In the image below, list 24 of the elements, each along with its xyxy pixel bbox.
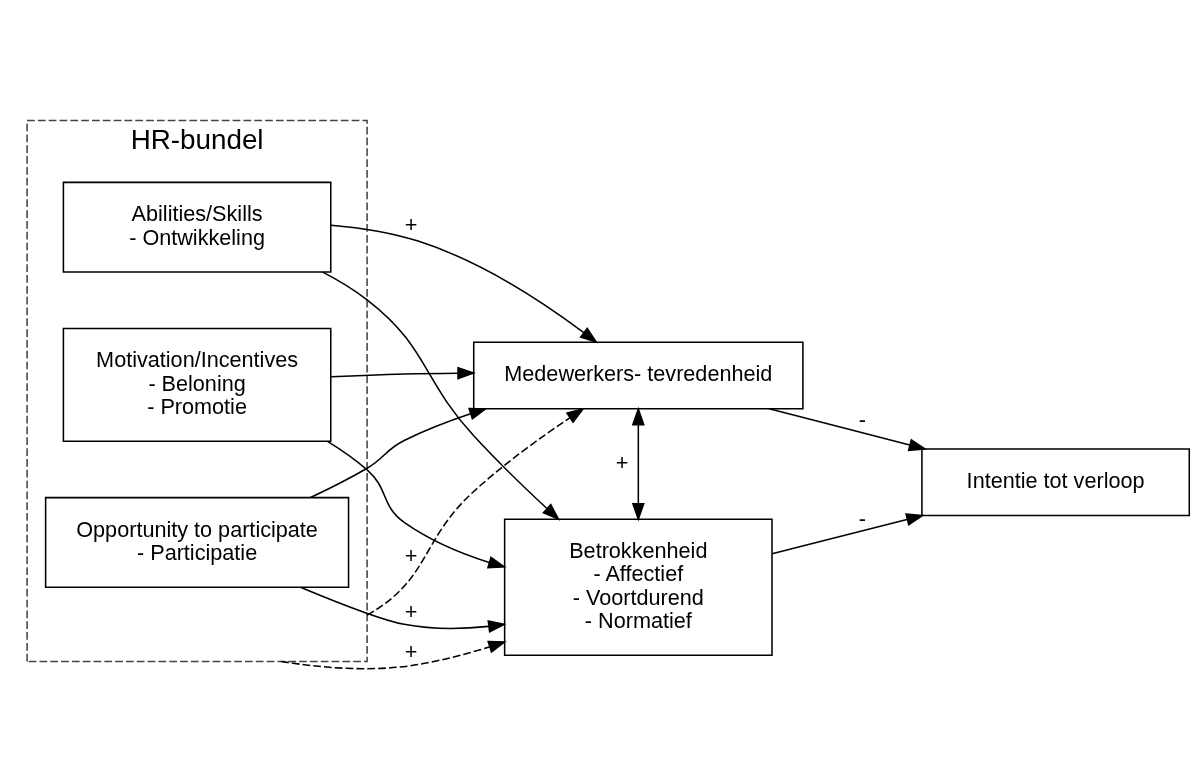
arrow [326, 440, 507, 569]
arrow [321, 271, 561, 521]
arrow [330, 366, 476, 380]
node-box: Motivation/Incentives - Beloning - Promotie [62, 327, 332, 442]
node-box: Intentie tot verloop [921, 448, 1191, 517]
arrow [300, 586, 507, 633]
node-box: Medewerkers- tevredenheid [472, 341, 804, 410]
edge-label: + [404, 542, 418, 568]
arrow [280, 640, 507, 670]
arrow [366, 407, 585, 616]
edge-label: + [404, 598, 418, 624]
arrow [330, 224, 599, 344]
arrow [309, 407, 488, 499]
edge-label: - [858, 406, 867, 432]
node-box: Opportunity to participate - Participatie [44, 496, 350, 589]
node-box: Betrokkenheid - Affectief - Voortdurend - Normatief [503, 518, 773, 657]
edge-label: - [858, 505, 867, 531]
edge-label: + [404, 212, 418, 238]
node-box: Abilities/Skills - Ontwikkeling [62, 181, 332, 273]
arrow [631, 406, 645, 522]
edge-label: + [404, 638, 418, 664]
edge-label: + [615, 449, 629, 475]
arrow [768, 408, 928, 452]
arrow [771, 513, 925, 555]
